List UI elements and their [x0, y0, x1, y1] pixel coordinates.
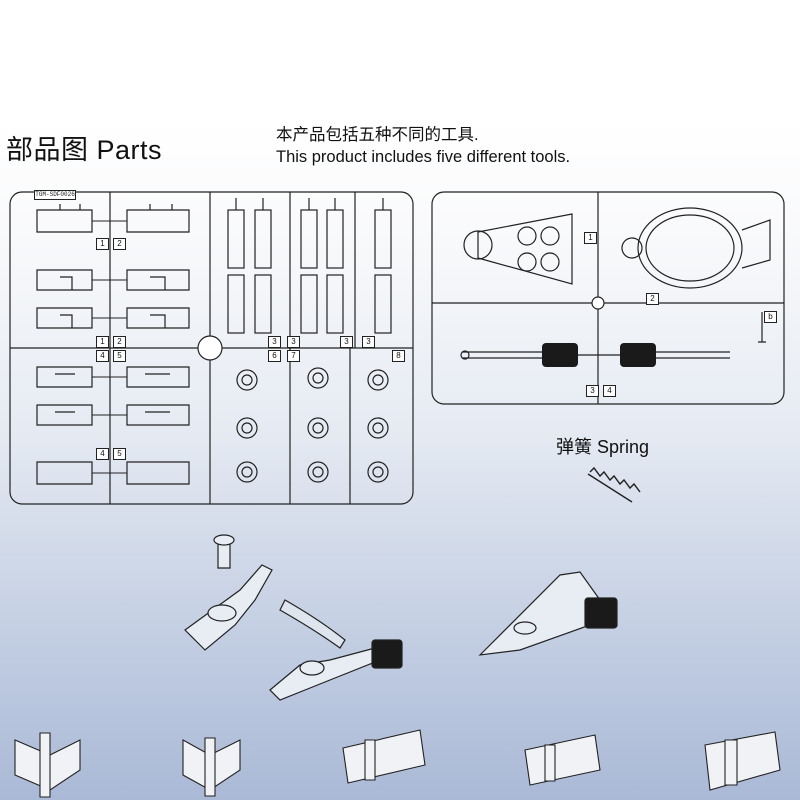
ring-parts	[236, 367, 389, 483]
sprue-gate-circle	[197, 335, 223, 361]
triangle-part	[463, 213, 573, 285]
part-number: 1	[584, 232, 597, 244]
part-number: 3	[362, 336, 375, 348]
part-number: 5	[113, 448, 126, 460]
grip-left	[542, 343, 578, 367]
instruction-sheet	[0, 122, 800, 800]
spring-icon	[587, 466, 641, 503]
bottom-parts	[14, 729, 781, 798]
sprue-code-label: TGM-SDF0026	[34, 190, 76, 200]
part-number: b	[764, 311, 777, 323]
description-english: This product includes five different too…	[276, 148, 571, 166]
assembly-illustration	[184, 534, 618, 701]
part-number: 4	[96, 448, 109, 460]
product-description: 本产品包括五种不同的工具. This product includes five…	[276, 124, 570, 168]
plate-parts-mid	[126, 204, 190, 485]
part-number: 4	[603, 385, 616, 397]
handle-part	[460, 350, 730, 360]
part-number: 4	[96, 350, 109, 362]
plate-parts-left	[36, 204, 93, 485]
description-chinese: 本产品包括五种不同的工具.	[276, 126, 479, 144]
page-title: 部品图 Parts	[6, 135, 163, 165]
part-number: 2	[646, 293, 659, 305]
part-number: 8	[392, 350, 405, 362]
part-number: 2	[113, 336, 126, 348]
grip-right	[620, 343, 656, 367]
part-number: 3	[340, 336, 353, 348]
part-number: 3	[268, 336, 281, 348]
part-number: 3	[586, 385, 599, 397]
part-number: 7	[287, 350, 300, 362]
part-number: 1	[96, 238, 109, 250]
spring-label: 弹簧 Spring	[556, 437, 650, 457]
oval-part	[621, 207, 771, 289]
part-number: 5	[113, 350, 126, 362]
part-number: 2	[113, 238, 126, 250]
part-number: 3	[287, 336, 300, 348]
part-number: 1	[96, 336, 109, 348]
part-number: 6	[268, 350, 281, 362]
right-sprue-frame	[431, 191, 785, 405]
top-margin	[0, 0, 800, 122]
bar-parts	[227, 198, 392, 334]
